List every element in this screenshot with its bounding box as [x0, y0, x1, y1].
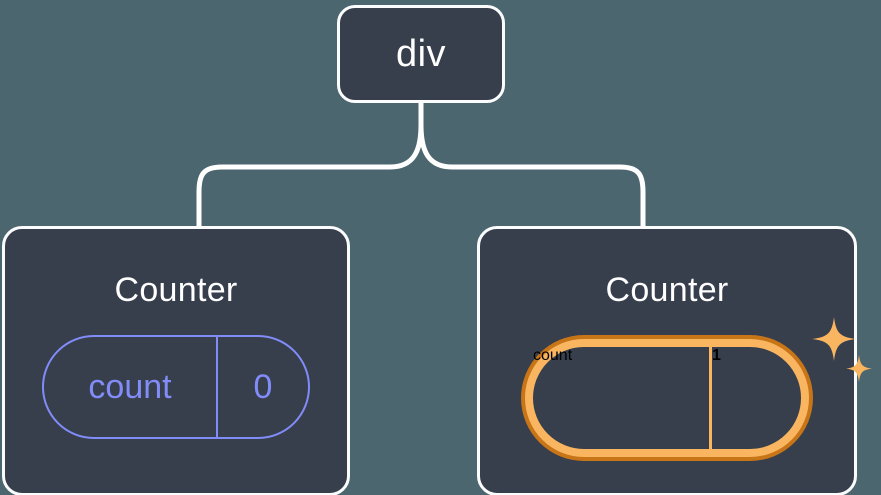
state-key-right: count	[533, 347, 573, 364]
node-counter-left-label: Counter	[114, 271, 238, 309]
connector-branch-left	[196, 124, 424, 226]
node-div-label: div	[395, 33, 447, 75]
state-pill-highlight-ring: count 1	[521, 335, 813, 461]
sparkle-small-icon	[846, 355, 872, 382]
node-div[interactable]: div	[337, 5, 505, 103]
connector-branch-right	[418, 124, 646, 226]
sparkle-large-icon	[812, 317, 856, 361]
sparkles-group	[812, 317, 872, 382]
state-pill-wrapper-right: count 1	[521, 317, 872, 461]
state-pill-wrapper-left: count 0	[42, 335, 310, 439]
state-value-left: 0	[216, 337, 308, 437]
node-counter-right-label: Counter	[605, 271, 729, 309]
node-counter-left[interactable]: Counter count 0	[2, 226, 350, 495]
state-value-right: 1	[709, 347, 801, 449]
state-pill-left[interactable]: count 0	[42, 335, 310, 439]
state-pill-right[interactable]: count 1	[525, 339, 809, 457]
state-key-left: count	[88, 368, 172, 406]
node-counter-right[interactable]: Counter count 1	[477, 226, 872, 495]
